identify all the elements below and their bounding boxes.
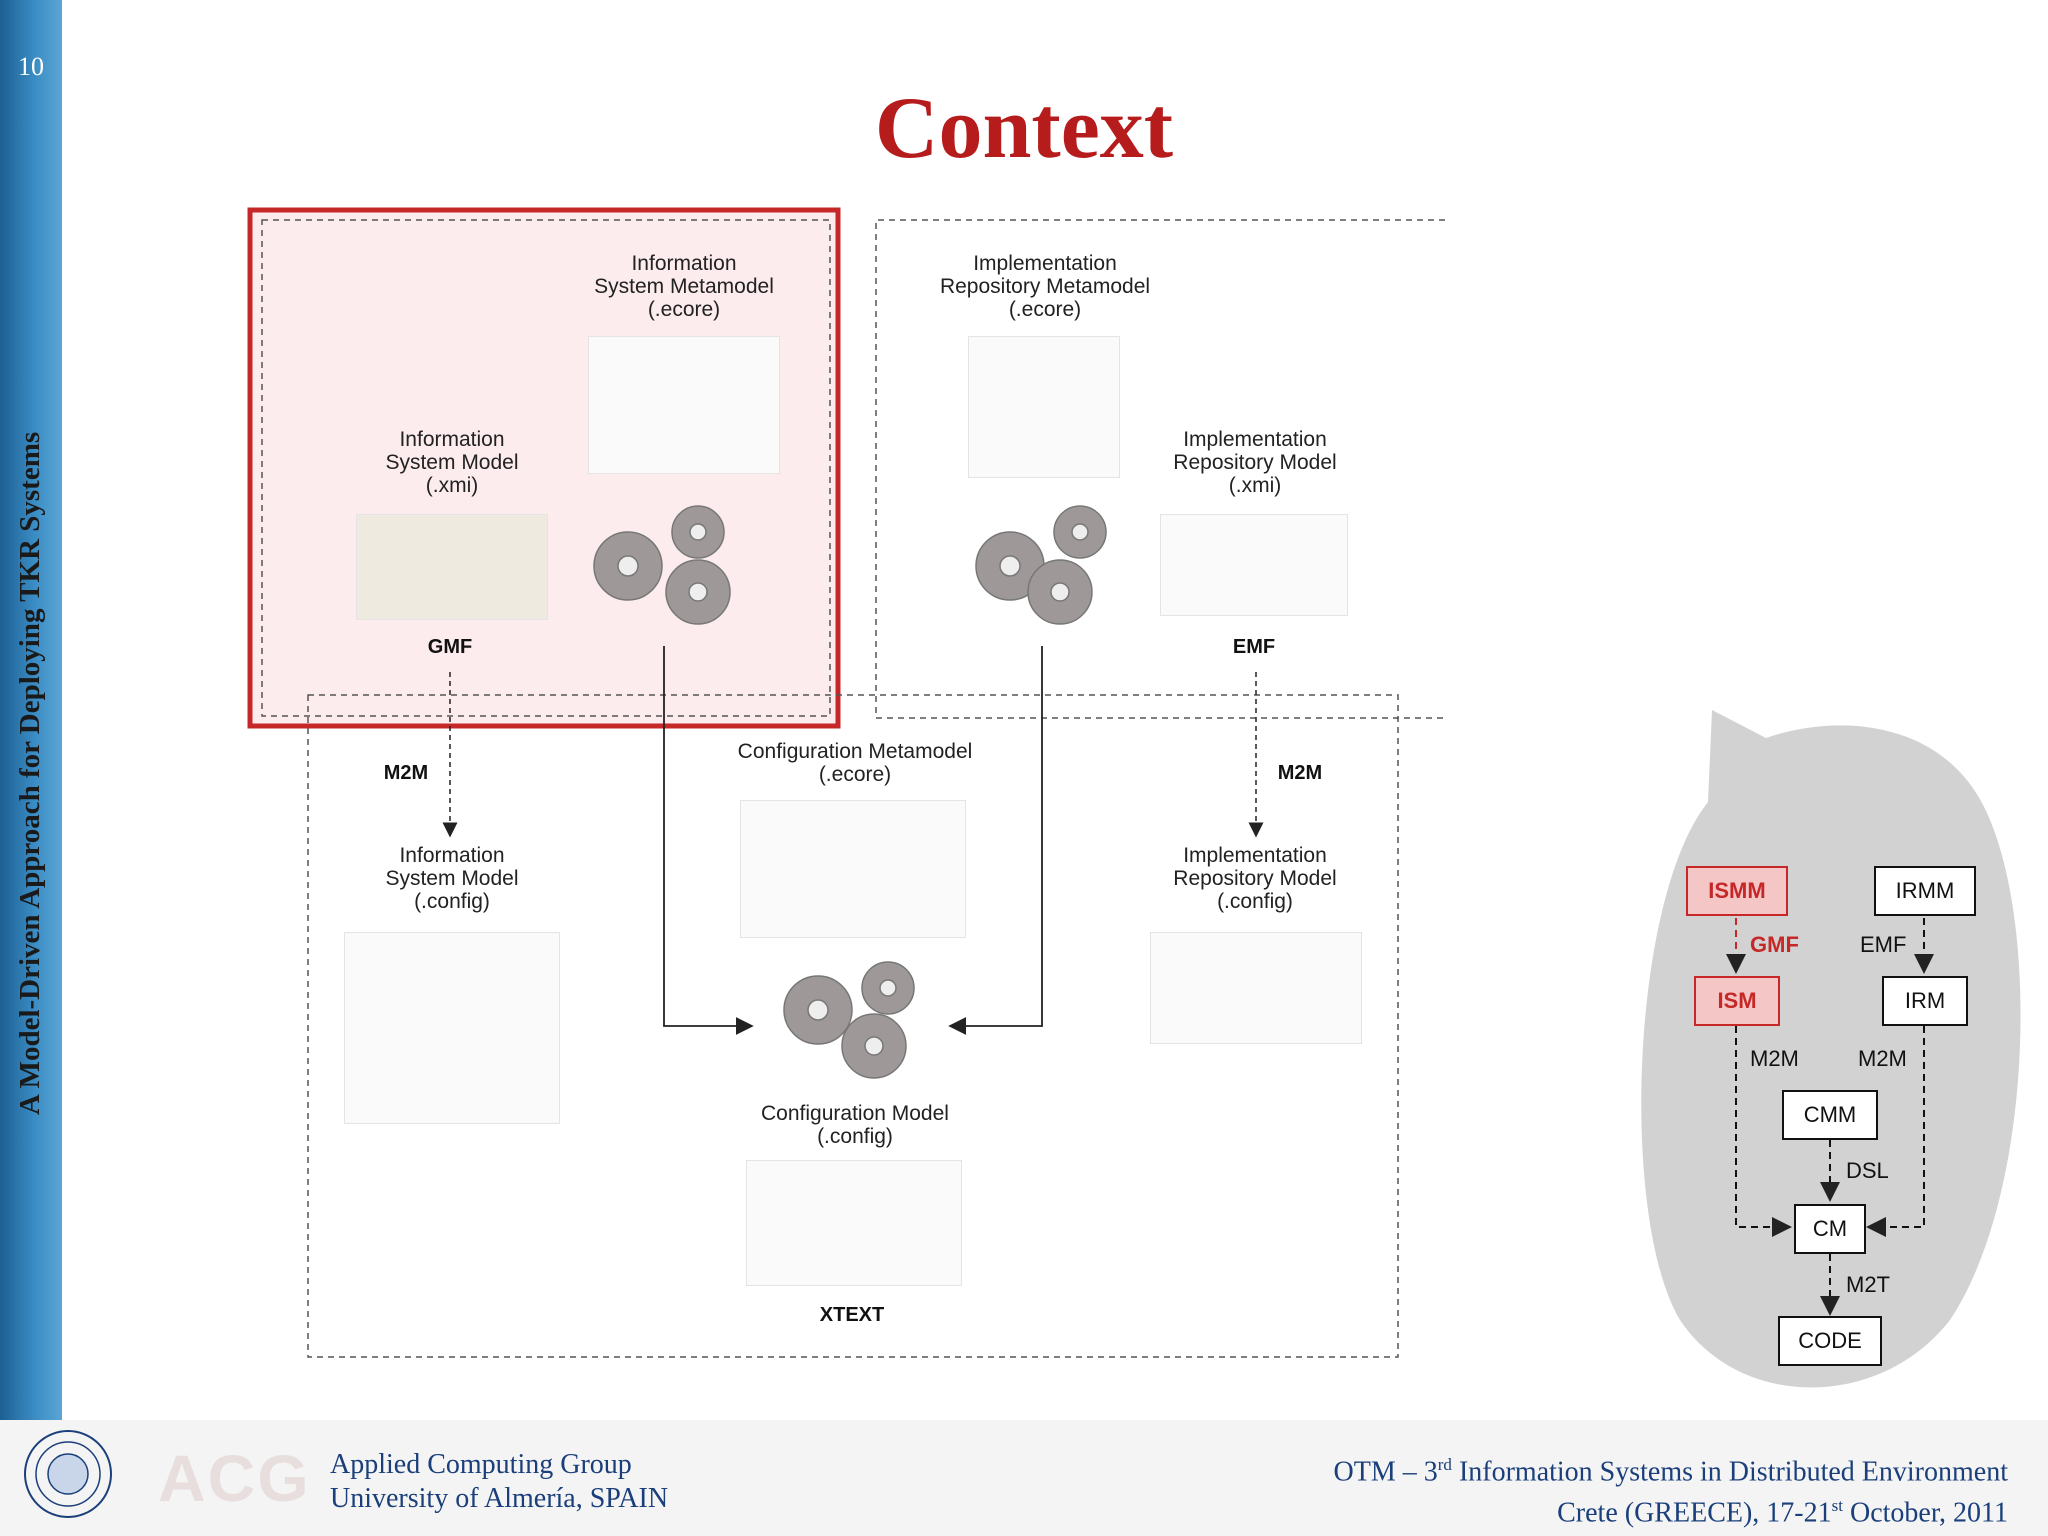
mini-cmm-box: CMM: [1782, 1090, 1878, 1140]
irm-config-label: Implementation Repository Model (.config…: [1173, 844, 1337, 913]
dashed-box-bottom: [307, 694, 1399, 1358]
mini-cm-box: CM: [1794, 1204, 1866, 1254]
footer-university: University of Almería, SPAIN: [330, 1483, 669, 1514]
ism-xmi-thumbnail: [356, 514, 548, 620]
dashed-box-left: [261, 219, 831, 717]
cmm-label: Configuration Metamodel (.ecore): [737, 740, 973, 786]
dashed-box-right: [875, 219, 1445, 719]
mini-m2m-right-label: M2M: [1858, 1046, 1907, 1071]
mini-m2t-label: M2T: [1846, 1272, 1890, 1297]
slide-number: 10: [18, 52, 44, 81]
sidebar-band: [0, 0, 62, 1420]
ismm-thumbnail: [588, 336, 780, 474]
irm-config-thumbnail: [1150, 932, 1362, 1044]
arrow-gears-to-cm-left: [663, 646, 754, 1035]
mini-ismm-box: ISMM: [1686, 866, 1788, 916]
irm-xmi-label: Implementation Repository Model (.xmi): [1173, 428, 1337, 497]
footer-conference-line: OTM – 3rd Information Systems in Distrib…: [1333, 1455, 2008, 1488]
footer-conference: OTM – 3rd Information Systems in Distrib…: [1334, 1448, 2008, 1531]
cmm-thumbnail: [740, 800, 966, 938]
gears-icon: [593, 505, 731, 625]
emf-label: EMF: [1232, 636, 1276, 658]
irmm-label: Implementation Repository Metamodel (.ec…: [939, 252, 1151, 321]
xtext-label: XTEXT: [819, 1304, 885, 1326]
slide-title: Context: [874, 80, 1174, 177]
gmf-label: GMF: [427, 636, 473, 658]
cm-label: Configuration Model (.config): [761, 1102, 949, 1148]
footer-group: Applied Computing Group: [330, 1449, 632, 1480]
mini-dsl-label: DSL: [1846, 1158, 1889, 1183]
footer-affiliation: Applied Computing Group University of Al…: [330, 1448, 668, 1516]
mini-irmm-box: IRMM: [1874, 866, 1976, 916]
footer: [0, 1420, 2048, 1536]
mini-m2m-left-label: M2M: [1750, 1046, 1799, 1071]
mini-link-irm-cm: [1866, 1026, 1925, 1237]
ismm-label: Information System Metamodel (.ecore): [594, 252, 774, 321]
mini-gmf-label: GMF: [1750, 932, 1799, 957]
acg-logo: ACG: [158, 1441, 311, 1515]
cm-thumbnail: [746, 1160, 962, 1286]
mini-irm-box: IRM: [1882, 976, 1968, 1026]
footer-location-line: Crete (GREECE), 17-21st October, 2011: [1557, 1496, 2008, 1529]
ism-config-thumbnail: [344, 932, 560, 1124]
ism-xmi-label: Information System Model (.xmi): [385, 428, 519, 497]
university-seal-icon: [24, 1430, 112, 1518]
speech-bubble: [1641, 710, 2021, 1388]
arrow-gears-to-cm-right: [948, 646, 1043, 1035]
mini-link-ism-cm: [1735, 1026, 1792, 1237]
irm-xmi-thumbnail: [1160, 514, 1348, 616]
ism-config-label: Information System Model (.config): [385, 844, 519, 913]
m2m-left-label: M2M: [383, 762, 429, 784]
irmm-thumbnail: [968, 336, 1120, 478]
mini-code-box: CODE: [1778, 1316, 1882, 1366]
mini-ism-box: ISM: [1694, 976, 1780, 1026]
context-diagram: [247, 207, 2021, 1388]
gears-icon: [975, 505, 1107, 625]
mini-emf-label: EMF: [1860, 932, 1907, 957]
gears-icon: [783, 961, 915, 1079]
m2m-right-label: M2M: [1277, 762, 1323, 784]
